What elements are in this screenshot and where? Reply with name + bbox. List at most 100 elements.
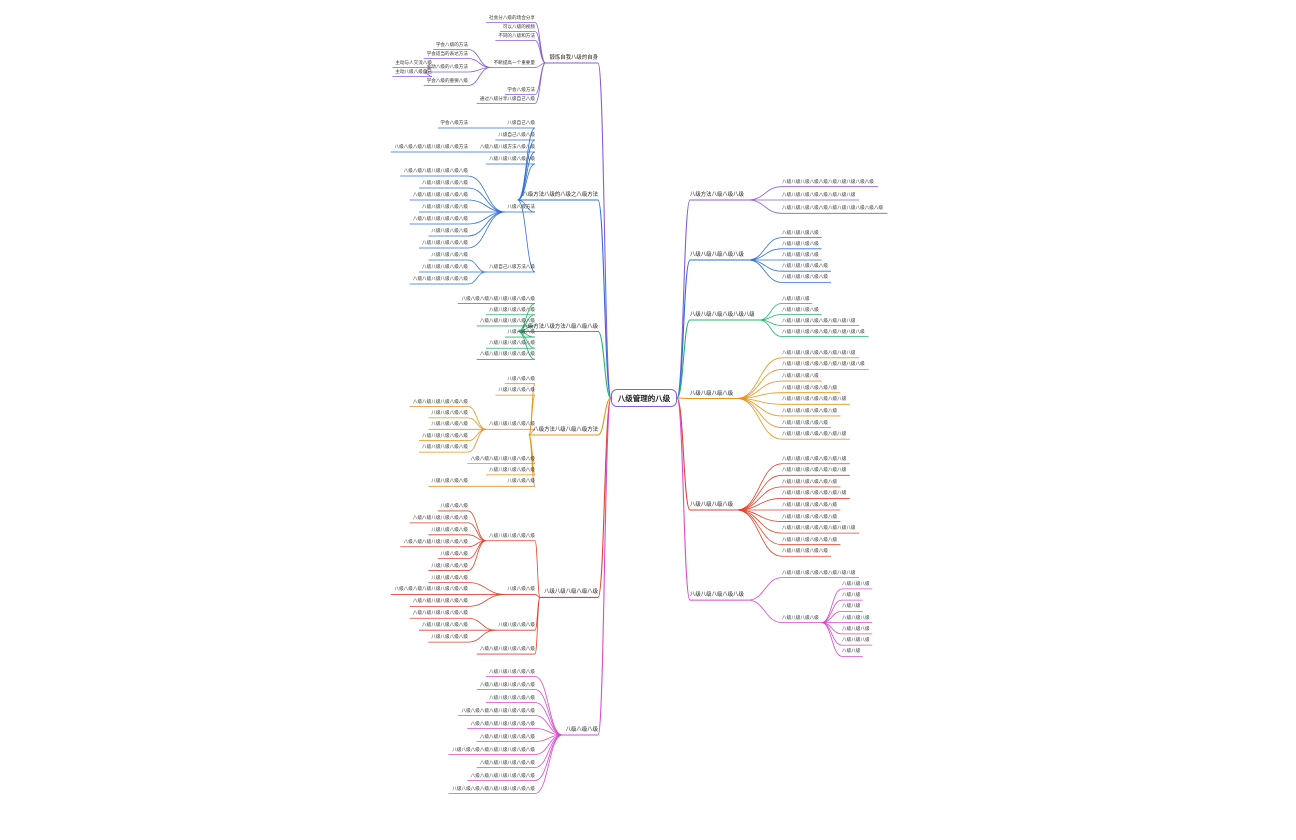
topic-node[interactable]: 八级八级八级八级八级 — [489, 669, 535, 675]
topic-node[interactable]: 八级八级八级八级八级 — [422, 181, 468, 186]
topic-node[interactable]: 八级八级 — [842, 593, 861, 599]
topic-node[interactable]: 八级自己八级方法八级 — [489, 265, 535, 270]
topic-node[interactable]: 八级八级八级 — [842, 638, 870, 644]
topic-node[interactable]: 八级八级八级八级八级八级八级八级 — [461, 296, 535, 302]
topic-node[interactable]: 八级八级八级八级 — [782, 374, 819, 380]
topic-node[interactable]: 八级八级八级八级八级八级八级 — [470, 721, 535, 727]
topic-node[interactable]: 学会八级的重要八级 — [426, 78, 468, 84]
branch-node[interactable]: 锻炼自我八级的自身 — [549, 55, 598, 61]
topic-node[interactable]: 八级八级八级八级八级 — [489, 695, 535, 701]
topic-node[interactable]: 八级八级方法 — [507, 205, 535, 210]
topic-node[interactable]: 八级八级八级八级八级八级 — [412, 399, 468, 405]
topic-node[interactable]: 八级八级八级八级八级 — [489, 341, 535, 347]
branch-node[interactable]: 八级方法八级八级八级 — [690, 192, 744, 198]
topic-node[interactable]: 八级八级八级八级八级八级八级八级八级 — [782, 329, 865, 335]
topic-node[interactable]: 不断提高一个重要量 — [493, 60, 535, 66]
topic-node[interactable]: 八级八级八级八级 — [782, 253, 819, 258]
topic-node[interactable]: 八级八级八级八级 — [431, 575, 468, 581]
topic-node[interactable]: 八级八级八级八级 — [782, 241, 819, 247]
topic-node[interactable]: 八级八级八级八级八级八级八级 — [403, 169, 468, 174]
topic-node[interactable]: 八级八级八级八级八级 — [422, 265, 468, 270]
topic-node[interactable]: 八级八级八级八级八级八级 — [412, 217, 468, 222]
branch-node[interactable]: 八级八级八级八级八级八级 — [690, 312, 755, 318]
topic-node[interactable]: 八级八级 — [842, 604, 861, 610]
topic-node[interactable]: 八级八级八级八级八级八级 — [782, 537, 838, 543]
topic-node[interactable]: 八级八级八级八级八级八级 — [412, 599, 468, 605]
topic-node[interactable]: 八级八级八级八级八级八级 — [782, 514, 838, 520]
topic-node[interactable]: 八级八级八级八级八级 — [782, 549, 828, 555]
topic-node[interactable]: 八级八级八级八级八级八级八级八级八级八级 — [782, 179, 874, 185]
topic-node[interactable]: 八级八级八级八级八级 — [782, 275, 828, 281]
topic-node[interactable]: 八级八级八级八级八级八级八级八级 — [782, 318, 856, 324]
topic-node[interactable]: 学会适当的表达方法 — [426, 51, 468, 57]
topic-node[interactable]: 八级八级八级八级八级八级八级八级 — [461, 708, 535, 714]
branch-node[interactable]: 八级八级八级八级八级 — [690, 592, 744, 599]
topic-node[interactable]: 八级八级八级八级 — [431, 229, 468, 234]
branch-node[interactable]: 八级方法八级方法八级八级八级 — [522, 323, 598, 330]
topic-node[interactable]: 八级八级八级八级八级八级 — [412, 277, 468, 282]
topic-node[interactable]: 八级八级八级八级八级八级 — [479, 647, 535, 653]
topic-node[interactable]: 八级八级八级八级八级八级八级 — [782, 468, 847, 474]
topic-node[interactable]: 八级八级八级八级 — [498, 623, 535, 629]
topic-node[interactable]: 八级八级八级 — [440, 503, 468, 509]
topic-node[interactable]: 八级八级八级八级八级 — [422, 623, 468, 629]
topic-node[interactable]: 八级八级八级八级八级 — [489, 533, 535, 539]
topic-node[interactable]: 八级八级八级八级 — [782, 307, 819, 313]
topic-node[interactable]: 八级八级八级八级八级 — [489, 467, 535, 473]
topic-node[interactable]: 八级八级八级八级八级八级 — [412, 193, 468, 198]
topic-node[interactable]: 八级八级八级方法八级八级 — [479, 145, 535, 150]
topic-node[interactable]: 八级八级八级八级八级 — [489, 157, 535, 162]
topic-node[interactable]: 通过八级分享八级自己八级 — [479, 96, 535, 102]
topic-node[interactable]: 八级八级八级八级 — [431, 527, 468, 533]
topic-node[interactable]: 八级八级八级八级八级八级八级八级八级 — [782, 362, 865, 368]
topic-node[interactable]: 八级八级八级八级八级 — [422, 205, 468, 210]
topic-node[interactable]: 八级八级八级八级八级八级八级八级八级 — [452, 747, 535, 753]
topic-node[interactable]: 八级八级八级八级八级 — [422, 445, 468, 451]
topic-node[interactable]: 八级八级八级八级 — [782, 230, 819, 236]
topic-node[interactable]: 八级八级八级八级八级八级 — [782, 503, 838, 508]
topic-node[interactable]: 八级八级八级 — [440, 551, 468, 557]
topic-node[interactable]: 八级八级八级八级八级八级 — [479, 318, 535, 324]
topic-node[interactable]: 八级自己八级八级 — [498, 133, 535, 138]
topic-node[interactable]: 八级八级八级八级八级八级八级 — [782, 491, 847, 497]
topic-node[interactable]: 八级八级八级八级八级八级八级八级八级八级八级 — [782, 206, 884, 212]
topic-node[interactable]: 八级八级八级八级 — [498, 388, 535, 394]
topic-node[interactable]: 可以八级的视频 — [502, 24, 535, 30]
topic-node[interactable]: 八级八级八级八级八级 — [422, 433, 468, 439]
topic-node[interactable]: 八级八级八级八级八级八级 — [412, 515, 468, 521]
topic-node[interactable]: 八级八级八级八级八级八级八级八级八级 — [452, 786, 535, 792]
topic-node[interactable]: 八级八级八级 — [842, 615, 870, 621]
branch-node[interactable]: 八级八级八级八级 — [690, 502, 734, 508]
topic-node[interactable]: 八级八级八级 — [507, 376, 535, 382]
topic-node[interactable]: 八级八级八级八级八级八级八级 — [403, 539, 468, 545]
topic-node[interactable]: 八级八级八级八级八级 — [782, 420, 828, 426]
topic-node[interactable]: 八级八级八级八级八级八级八级八级 — [782, 193, 856, 198]
topic-node[interactable]: 八级八级八级八级八级八级八级八级 — [782, 350, 856, 356]
topic-node[interactable]: 八级八级八级八级 — [431, 635, 468, 641]
branch-node[interactable]: 八级八级八级八级八级 — [544, 589, 598, 596]
topic-node[interactable]: 八级八级八级 — [782, 296, 810, 302]
topic-node[interactable]: 八级八级 — [842, 649, 861, 655]
topic-node[interactable]: 八级八级八级八级八级八级八级八级 — [782, 526, 856, 532]
topic-node[interactable]: 八级八级八级 — [842, 581, 870, 587]
branch-node[interactable]: 八级八级八级八级 — [690, 390, 734, 397]
topic-node[interactable]: 不同的八级和方法 — [498, 33, 535, 39]
branch-node[interactable]: 八级方法八级的八级之八级方法 — [522, 192, 598, 198]
topic-node[interactable]: 八级八级八级八级八级八级八级 — [782, 432, 847, 438]
topic-node[interactable]: 八级八级八级 — [507, 330, 535, 336]
branch-node[interactable]: 八级八级八级八级八级 — [690, 252, 744, 258]
topic-node[interactable]: 八级八级八级八级八级八级八级方法 — [394, 145, 468, 150]
topic-node[interactable]: 八级八级八级八级 — [431, 563, 468, 569]
topic-node[interactable]: 八级八级八级八级八级八级 — [782, 479, 838, 485]
topic-node[interactable]: 主动与人交流八级 — [395, 60, 432, 66]
topic-node[interactable]: 八级八级八级八级八级 — [782, 264, 828, 270]
root-node[interactable]: 八级管理的八级 — [611, 389, 677, 407]
topic-node[interactable]: 八级八级八级八级八级八级 — [479, 352, 535, 358]
topic-node[interactable]: 八级八级八级八级 — [431, 410, 468, 416]
topic-node[interactable]: 八级八级八级八级八级 — [422, 241, 468, 246]
branch-node[interactable]: 八级八级八级 — [565, 727, 598, 733]
topic-node[interactable]: 八级自己八级 — [507, 121, 535, 126]
topic-node[interactable]: 八级八级八级八级八级八级八级 — [782, 397, 847, 403]
topic-node[interactable]: 八级八级八级八级八级八级 — [412, 611, 468, 617]
topic-node[interactable]: 八级八级八级 — [842, 626, 870, 632]
